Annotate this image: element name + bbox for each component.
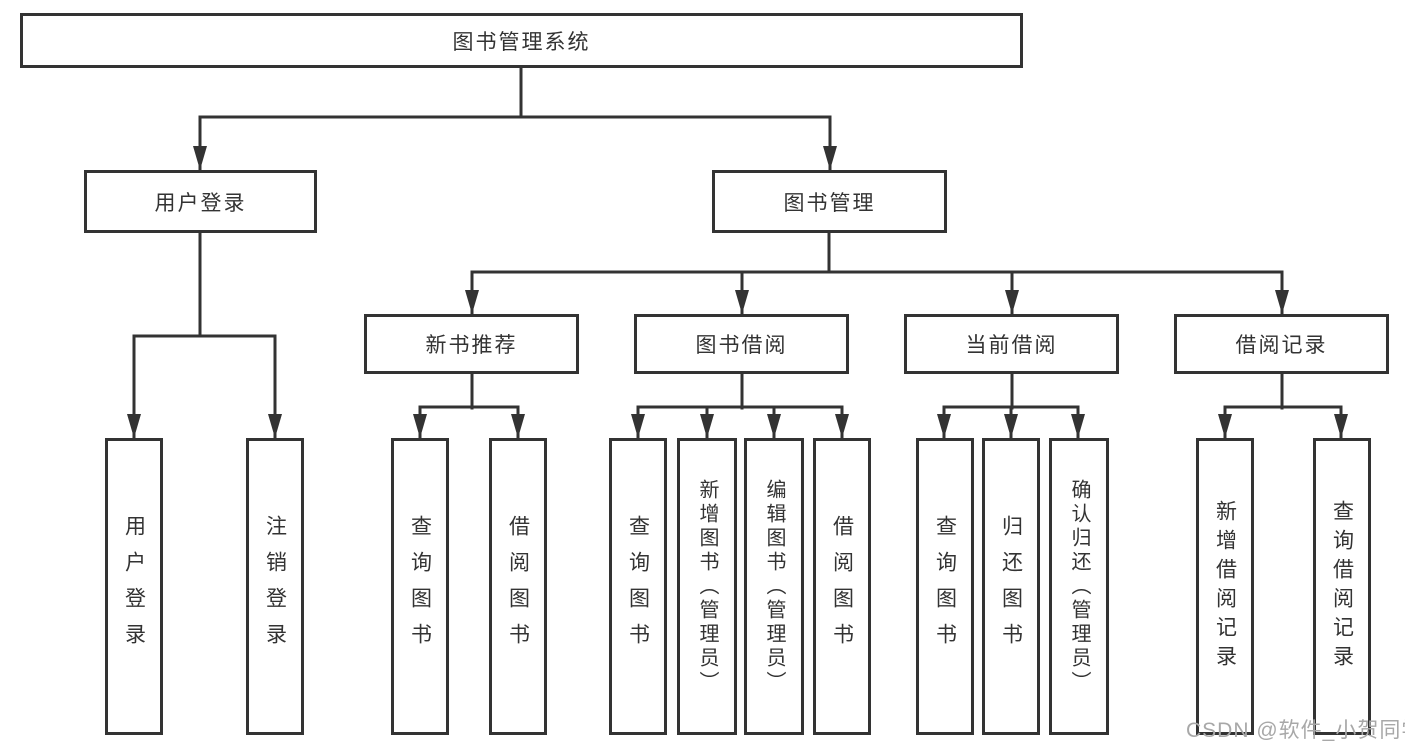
node-borrow-records: 借阅记录 bbox=[1174, 314, 1389, 374]
node-book-management: 图书管理 bbox=[712, 170, 947, 233]
leaf-query-books-recommend: 查询图书 bbox=[391, 438, 449, 735]
leaf-confirm-return-admin: 确认归还（管理员） bbox=[1049, 438, 1109, 735]
node-current-borrow: 当前借阅 bbox=[904, 314, 1119, 374]
leaf-query-books-current: 查询图书 bbox=[916, 438, 974, 735]
leaf-logout: 注销登录 bbox=[246, 438, 304, 735]
leaf-query-books-borrow: 查询图书 bbox=[609, 438, 667, 735]
leaf-user-login: 用户登录 bbox=[105, 438, 163, 735]
node-library-management-system: 图书管理系统 bbox=[20, 13, 1023, 68]
leaf-edit-book-admin: 编辑图书（管理员） bbox=[744, 438, 804, 735]
leaf-query-borrow-record: 查询借阅记录 bbox=[1313, 438, 1371, 735]
leaf-return-books: 归还图书 bbox=[982, 438, 1040, 735]
leaf-add-borrow-record: 新增借阅记录 bbox=[1196, 438, 1254, 735]
csdn-watermark: CSDN @软件_小贺同学 bbox=[1186, 719, 1405, 742]
leaf-borrow-books: 借阅图书 bbox=[813, 438, 871, 735]
node-user-login: 用户登录 bbox=[84, 170, 317, 233]
node-new-book-recommend: 新书推荐 bbox=[364, 314, 579, 374]
leaf-borrow-books-recommend: 借阅图书 bbox=[489, 438, 547, 735]
node-book-borrow: 图书借阅 bbox=[634, 314, 849, 374]
leaf-add-book-admin: 新增图书（管理员） bbox=[677, 438, 737, 735]
